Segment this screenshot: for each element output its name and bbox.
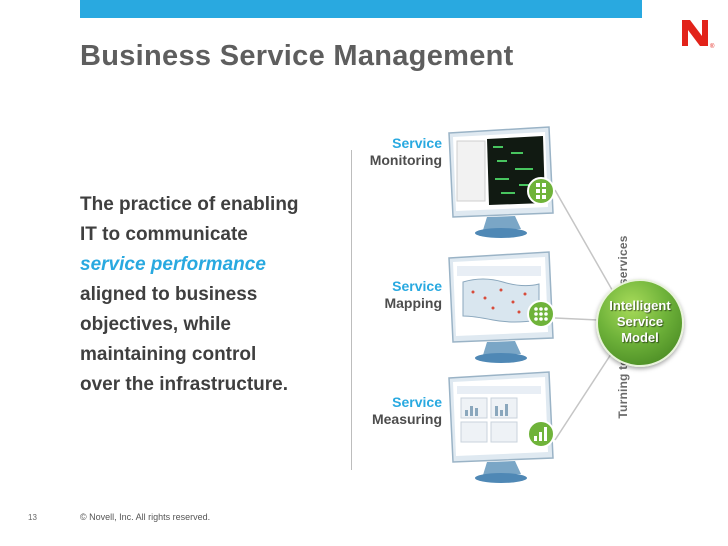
divider-line	[351, 150, 352, 470]
description-line-accent: service performance	[80, 254, 266, 275]
description-line: The practice of enabling	[80, 194, 299, 215]
service-measuring-label: Service Measuring	[352, 394, 442, 428]
description-text: The practice of enabling IT to communica…	[80, 190, 350, 400]
description-line: over the infrastructure.	[80, 374, 288, 395]
monitor-icon	[448, 371, 555, 483]
description-line: maintaining control	[80, 344, 257, 365]
service-word: Service	[392, 394, 442, 410]
service-monitoring-label: Service Monitoring	[352, 135, 442, 169]
service-word: Service	[392, 135, 442, 151]
service-word: Service	[392, 278, 442, 294]
monitor-icon	[448, 251, 555, 363]
service-type: Monitoring	[369, 152, 442, 168]
page-title: Business Service Management	[80, 40, 514, 72]
description-line: IT to communicate	[80, 224, 248, 245]
top-accent-bar	[80, 0, 642, 18]
model-label-line: Service	[616, 314, 664, 329]
description-line: objectives, while	[80, 314, 231, 335]
monitor-icon	[448, 126, 555, 238]
svg-text:®: ®	[710, 43, 715, 50]
page-number: 13	[28, 513, 37, 522]
service-type: Measuring	[371, 411, 442, 427]
service-mapping-label: Service Mapping	[352, 278, 442, 312]
intelligent-service-model: Intelligent Service Model	[596, 279, 684, 367]
model-label-line: Model	[621, 330, 659, 345]
service-type: Mapping	[384, 295, 442, 311]
copyright-text: © Novell, Inc. All rights reserved.	[80, 512, 211, 522]
description-line: aligned to business	[80, 284, 258, 305]
novell-logo: ®	[682, 20, 715, 50]
model-label-line: Intelligent	[609, 298, 671, 313]
